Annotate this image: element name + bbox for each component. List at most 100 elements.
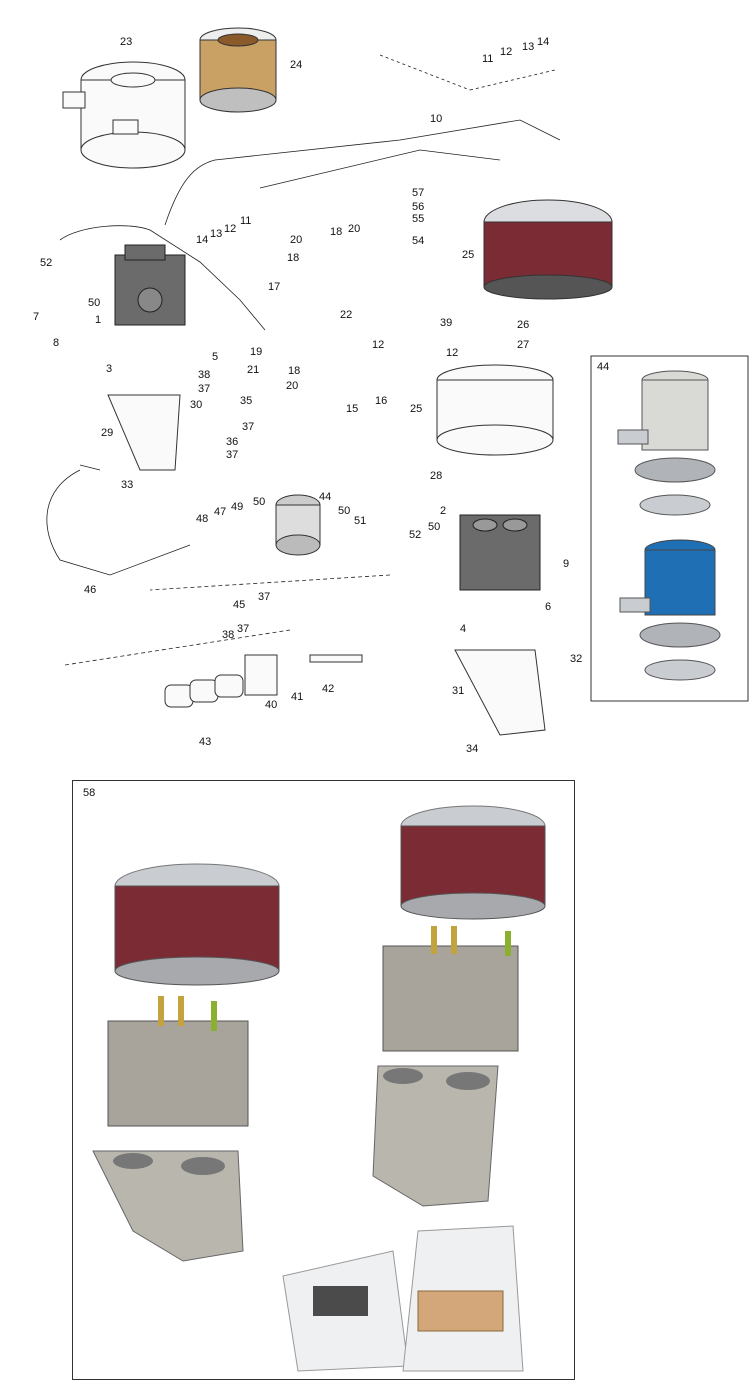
callout-15: 15 bbox=[346, 403, 358, 415]
callout-26: 26 bbox=[517, 319, 529, 331]
callout-24: 24 bbox=[290, 59, 302, 71]
callout-12-top: 12 bbox=[500, 46, 512, 58]
callout-12-low: 12 bbox=[372, 339, 384, 351]
callout-20-c: 20 bbox=[286, 380, 298, 392]
callout-52-right: 52 bbox=[409, 529, 421, 541]
pushrod-42 bbox=[309, 654, 363, 663]
callout-37-c: 37 bbox=[226, 449, 238, 461]
callout-8: 8 bbox=[53, 337, 59, 349]
callout-56: 56 bbox=[412, 201, 424, 213]
callout-55: 55 bbox=[412, 213, 424, 225]
kit-carburetor-right bbox=[382, 926, 519, 1052]
callout-41: 41 bbox=[291, 691, 303, 703]
kit-hardware-bag-left bbox=[282, 1250, 409, 1372]
kit-manifold-left bbox=[92, 1150, 244, 1262]
kit-hardware-bag-right bbox=[402, 1225, 524, 1372]
callout-13-mid: 13 bbox=[210, 228, 222, 240]
callout-51: 51 bbox=[354, 515, 366, 527]
intake-manifold-right bbox=[454, 649, 546, 736]
inset-label-44: 44 bbox=[597, 361, 609, 373]
callout-20-a: 20 bbox=[348, 223, 360, 235]
callout-19: 19 bbox=[250, 346, 262, 358]
callout-50-mid: 50 bbox=[253, 496, 265, 508]
callout-42: 42 bbox=[322, 683, 334, 695]
callout-5: 5 bbox=[212, 351, 218, 363]
callout-9: 9 bbox=[563, 558, 569, 570]
callout-2: 2 bbox=[440, 505, 446, 517]
kit-air-filter-left bbox=[114, 863, 280, 986]
callout-38-a: 38 bbox=[198, 369, 210, 381]
callout-38-b: 38 bbox=[222, 629, 234, 641]
pump-inset-frame bbox=[590, 355, 749, 702]
callout-37-b: 37 bbox=[242, 421, 254, 433]
callout-12-right: 12 bbox=[446, 347, 458, 359]
callout-25-low: 25 bbox=[410, 403, 422, 415]
callout-32: 32 bbox=[570, 653, 582, 665]
twin-carburetor bbox=[459, 514, 541, 591]
callout-30: 30 bbox=[190, 399, 202, 411]
callout-11-mid: 11 bbox=[240, 215, 251, 227]
callout-46: 46 bbox=[84, 584, 96, 596]
kit-air-filter-right bbox=[400, 805, 546, 920]
callout-47: 47 bbox=[214, 506, 226, 518]
kit-photo-inset: 58 bbox=[72, 780, 575, 1380]
callout-4: 4 bbox=[460, 623, 466, 635]
callout-22: 22 bbox=[340, 309, 352, 321]
callout-3: 3 bbox=[106, 363, 112, 375]
gasket-43 bbox=[164, 674, 244, 708]
callout-40: 40 bbox=[265, 699, 277, 711]
callout-50-left: 50 bbox=[88, 297, 100, 309]
callout-18-b: 18 bbox=[287, 252, 299, 264]
pump-block-40 bbox=[244, 654, 278, 696]
callout-43: 43 bbox=[199, 736, 211, 748]
callout-16: 16 bbox=[375, 395, 387, 407]
callout-6: 6 bbox=[545, 601, 551, 613]
callout-14-top: 14 bbox=[537, 36, 549, 48]
mechanical-fuel-pump bbox=[275, 494, 321, 556]
callout-20-b: 20 bbox=[290, 234, 302, 246]
callout-11-top: 11 bbox=[482, 53, 493, 65]
callout-37-e: 37 bbox=[237, 623, 249, 635]
kit-manifold-right bbox=[372, 1065, 499, 1207]
callout-36: 36 bbox=[226, 436, 238, 448]
callout-48: 48 bbox=[196, 513, 208, 525]
callout-37-d: 37 bbox=[258, 591, 270, 603]
callout-12-mid: 12 bbox=[224, 223, 236, 235]
callout-57: 57 bbox=[412, 187, 424, 199]
callout-13-top: 13 bbox=[522, 41, 534, 53]
callout-21: 21 bbox=[247, 364, 259, 376]
callout-45: 45 bbox=[233, 599, 245, 611]
callout-34: 34 bbox=[466, 743, 478, 755]
callout-39: 39 bbox=[440, 317, 452, 329]
air-cleaner-housing bbox=[62, 61, 186, 169]
filter-element bbox=[199, 27, 277, 113]
callout-14-mid: 14 bbox=[196, 234, 208, 246]
callout-23: 23 bbox=[120, 36, 132, 48]
kit-photo-illustration bbox=[92, 805, 546, 1372]
inset-label-58: 58 bbox=[83, 787, 96, 799]
electric-fuel-pump-white bbox=[617, 370, 716, 516]
air-filter-oval bbox=[483, 199, 613, 300]
callout-10: 10 bbox=[430, 113, 442, 125]
electric-fuel-pump-blue bbox=[619, 539, 721, 681]
air-filter-housing-outline bbox=[436, 364, 554, 456]
callout-50-right2: 50 bbox=[428, 521, 440, 533]
callout-31: 31 bbox=[452, 685, 464, 697]
callout-25-top: 25 bbox=[462, 249, 474, 261]
callout-49: 49 bbox=[231, 501, 243, 513]
callout-18-c: 18 bbox=[288, 365, 300, 377]
kit-carburetor-left bbox=[107, 996, 249, 1127]
callout-37-a: 37 bbox=[198, 383, 210, 395]
callout-29: 29 bbox=[101, 427, 113, 439]
single-carburetor bbox=[114, 244, 186, 326]
callout-17: 17 bbox=[268, 281, 280, 293]
callout-44: 44 bbox=[319, 491, 331, 503]
callout-1: 1 bbox=[95, 314, 101, 326]
callout-7: 7 bbox=[33, 311, 39, 323]
callout-50-right: 50 bbox=[338, 505, 350, 517]
callout-54: 54 bbox=[412, 235, 424, 247]
callout-52-left: 52 bbox=[40, 257, 52, 269]
callout-18-a: 18 bbox=[330, 226, 342, 238]
exploded-parts-diagram: 23 24 10 11 12 13 14 57 56 55 54 20 18 1… bbox=[33, 27, 749, 755]
callout-35: 35 bbox=[240, 395, 252, 407]
